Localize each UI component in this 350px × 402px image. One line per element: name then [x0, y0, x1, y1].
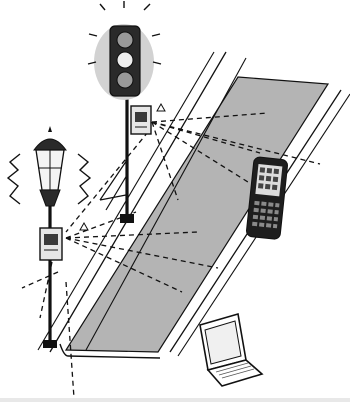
laptop-icon [200, 314, 262, 386]
traffic-light-lamp [117, 72, 133, 88]
signal-line [66, 132, 148, 232]
warning-triangle-icon [80, 223, 88, 230]
lamp-roof [34, 139, 66, 150]
bracket [100, 160, 127, 210]
lamp-bottom [40, 190, 60, 206]
traffic-light-lamp [117, 52, 133, 68]
phone-screen-icons [258, 167, 279, 190]
street-lamp-pole-base [43, 340, 57, 348]
sensor-box-screen [44, 234, 58, 245]
lamp-finial [48, 126, 52, 132]
signal-line [22, 272, 58, 288]
warning-triangle-icon [157, 104, 165, 111]
traffic-light-pole [100, 90, 134, 223]
traffic-light-lamp [117, 32, 133, 48]
bottom-border [0, 398, 350, 402]
sensor-box-icon [40, 228, 62, 260]
street-lamp-icon [8, 126, 90, 206]
road-icon [38, 52, 350, 358]
traffic-light-icon [88, 1, 161, 100]
sensor-box-icon [131, 106, 151, 134]
sensor-box-screen [135, 112, 147, 122]
traffic-light-pole-base [120, 214, 134, 223]
